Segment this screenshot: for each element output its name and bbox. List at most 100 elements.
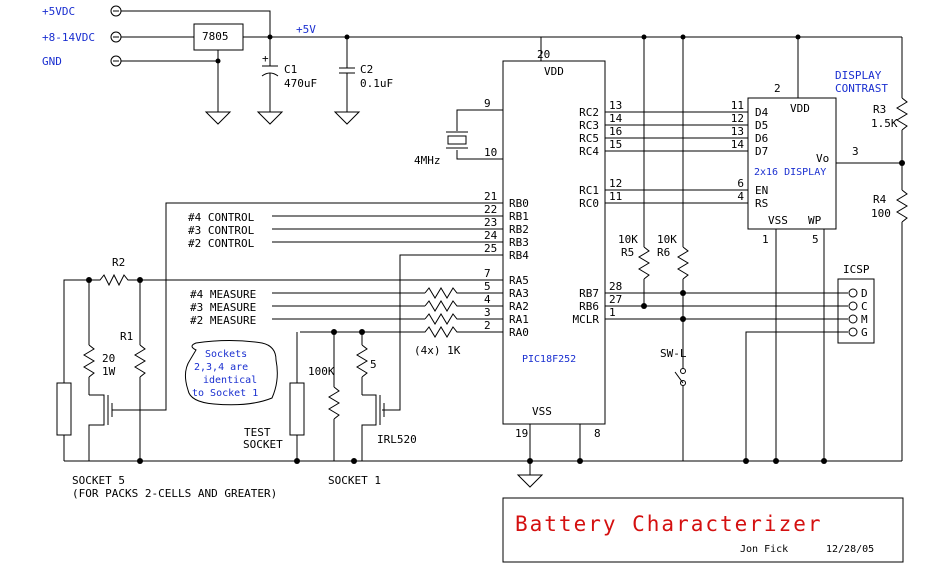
r2-name: R2 [112,256,125,269]
r1-name: R1 [120,330,133,343]
contrast-divider: DISPLAY CONTRAST R3 1.5K R4 100 [835,37,908,461]
switch-sw-l: SW-L [660,347,687,461]
pullup-resistors: 10K R5 10K R6 [618,34,801,369]
mcu-vss-label: VSS [532,405,552,418]
mcu-pin-number: 7 [484,267,491,280]
mcu-pin-vss2: 8 [594,427,601,440]
mcu-pin-number: 2 [484,319,491,332]
lcd-pin-number: 12 [731,112,744,125]
mcu-pin-name: RC2 [579,106,599,119]
icsp-label: ICSP [843,263,870,276]
r5-name: R5 [621,246,634,259]
lcd-pin-number: 14 [731,138,745,151]
mcu-pin-number: 25 [484,242,497,255]
lcd-pin-name: D5 [755,119,768,132]
mcu-pin-number: 14 [609,112,623,125]
mcu-right-pins: RC213RC314RC516RC415RC112RC011RB728RB627… [573,99,623,326]
ground-symbol [333,111,361,125]
c2-name: C2 [360,63,373,76]
regulator-label: 7805 [202,30,229,43]
mcu-pin-number: 5 [484,280,491,293]
mcu-pin-name: RC5 [579,132,599,145]
title-block: Battery Characterizer Jon Fick 12/28/05 [502,497,904,563]
note-line-4: to Socket 1 [192,388,258,399]
mcu-pin-name: RB2 [509,223,529,236]
r20-power: 1W [102,365,116,378]
r4-value: 100 [871,207,891,220]
mcu-pin-name: MCLR [573,313,600,326]
ground-symbol [256,111,284,125]
icsp-pin-circle [848,288,858,298]
socket1-circuit: TEST SOCKET 100K 5 IRL520 [243,329,417,464]
r5ohm-label: 5 [370,358,377,371]
crystal-label: 4MHz [414,154,441,167]
measure4-label: #4 MEASURE [190,288,256,301]
power-input-section: +5VDC +8-14VDC GND 7805 +5V + C1 470uF C… [42,5,902,125]
control-signals: #4 CONTROL #3 CONTROL #2 CONTROL #4 MEAS… [112,202,503,411]
test-socket-label-2: SOCKET [243,438,283,451]
mcu-pin-number: 27 [609,293,622,306]
contrast-label-2: CONTRAST [835,82,888,95]
lcd-pin-name: D6 [755,132,768,145]
r6-value: 10K [657,233,677,246]
mcu-pin-number: 12 [609,177,622,190]
r5-value: 10K [618,233,638,246]
mcu-pin-number: 11 [609,190,622,203]
c2-value: 0.1uF [360,77,393,90]
lcd-pin-number: 11 [731,99,744,112]
mcu-pin-number: 16 [609,125,622,138]
mosfet-label: IRL520 [377,433,417,446]
c1-name: C1 [284,63,297,76]
c1-value: 470uF [284,77,317,90]
sockets-note: Sockets 2,3,4 are identical to Socket 1 [184,340,278,406]
contrast-label-1: DISPLAY [835,69,882,82]
mcu-pin-name: RB7 [579,287,599,300]
lcd-pin-vss: 1 [762,233,769,246]
mcu-body [502,60,606,425]
r100k-label: 100K [308,365,335,378]
mcu-pin-name: RC1 [579,184,599,197]
mcu-pin-number: 23 [484,216,497,229]
note-line-1: Sockets [205,349,247,360]
lcd-vdd-label: VDD [790,102,810,115]
mcu-pin-name: RC4 [579,145,599,158]
test-socket-battery [289,382,305,436]
author-text: Jon Fick [740,544,788,555]
control4-label: #4 CONTROL [188,211,255,224]
r3-value: 1.5K [871,117,898,130]
icsp-pin-label: C [861,300,868,313]
lcd-pin-name: D7 [755,145,768,158]
mcu-pin-name: RB1 [509,210,529,223]
socket5-label: SOCKET 5 [72,474,125,487]
mcu-pin-number: 10 [484,146,497,159]
mcu-part-label: PIC18F252 [522,354,576,365]
measure2-label: #2 MEASURE [190,314,256,327]
mcu-pin-name: RA3 [509,287,529,300]
lcd-pin-vdd: 2 [774,82,781,95]
date-text: 12/28/05 [826,544,874,555]
socket5-battery [56,382,72,436]
mcu-pic18f252: 20 VDD PIC18F252 VSS 19 8 910RB021RB122R… [484,37,623,488]
r6-name: R6 [657,246,670,259]
plus8-14vdc-label: +8-14VDC [42,31,95,44]
lcd-name-label: 2x16 DISPLAY [754,167,826,178]
mcu-vdd-label: VDD [544,65,564,78]
mcu-pin-number: 24 [484,229,498,242]
mcu-pin-vss1: 19 [515,427,528,440]
res-network-label: (4x) 1K [414,344,461,357]
icsp-pin-label: G [861,326,868,339]
rail-5v-label: +5V [296,23,316,36]
icsp-pin-circle [848,327,858,337]
mcu-pin-name: RA1 [509,313,529,326]
ground-rail [64,458,902,464]
lcd-vss-label: VSS [768,214,788,227]
mcu-pin-number: 4 [484,293,491,306]
lcd-pin-name: RS [755,197,768,210]
lcd-vo-label: Vo [816,152,829,165]
icsp-pin-circle [848,301,858,311]
mcu-pin-name: RB6 [579,300,599,313]
lcd-pin-wp: 5 [812,233,819,246]
